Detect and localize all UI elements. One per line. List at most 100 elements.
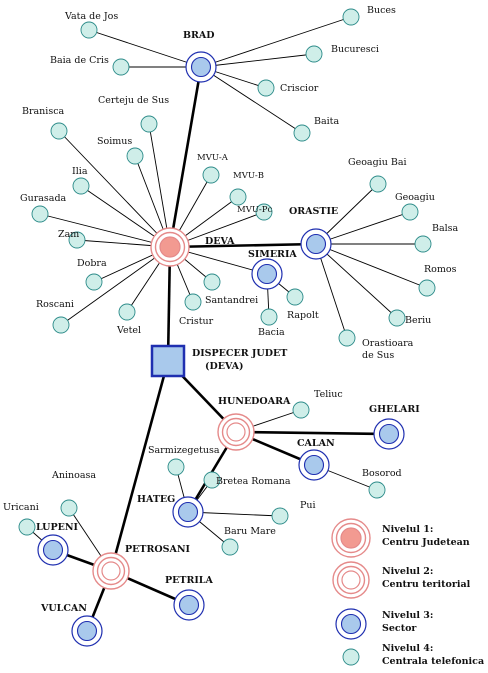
link-brad-bucuresci <box>200 53 315 68</box>
node-label-santandrei: Santandrei <box>205 295 258 306</box>
nodes-layer <box>18 8 436 647</box>
link-hunedoara-ghelari <box>235 430 390 436</box>
node-baita-telephone-exchange <box>293 124 311 142</box>
node-hunedoara-territorial-center <box>217 413 255 451</box>
link-orastie-orastioara <box>315 243 348 339</box>
legend-level-4-desc: Centrala telefonica <box>382 656 484 667</box>
dispecer-group: DISPECER JUDET (DEVA) <box>150 344 287 378</box>
node-label-teliuc: Teliuc <box>314 389 343 400</box>
node-label-simeria: SIMERIA <box>248 249 297 260</box>
link-deva-brad <box>168 66 203 248</box>
node-petrosani-territorial-center <box>92 552 130 590</box>
node-baiacris-telephone-exchange <box>112 58 130 76</box>
node-label-vulcan: VULCAN <box>40 603 87 614</box>
node-label-uricani: Uricani <box>3 502 39 513</box>
node-geoagiu-telephone-exchange <box>401 203 419 221</box>
node-label-branisca: Branisca <box>22 106 65 117</box>
node-label-cristur: Cristur <box>179 316 214 327</box>
node-label-zam: Zam <box>58 229 79 240</box>
node-label-geoagiu: Geoagiu <box>395 192 435 203</box>
node-cristur-telephone-exchange <box>184 293 202 311</box>
node-pui-telephone-exchange <box>271 507 289 525</box>
node-label-hateg: HATEG <box>137 494 175 505</box>
node-hateg-sector <box>172 496 204 528</box>
link-brad-buces <box>200 16 352 68</box>
node-simeria-sector <box>251 258 283 290</box>
node-orastie-sector <box>300 228 332 260</box>
node-label-calan: CALAN <box>297 438 335 449</box>
node-deva-judet-center <box>150 227 190 267</box>
node-label-balsa: Balsa <box>432 223 459 234</box>
link-dispecer-petrosani <box>109 360 170 572</box>
node-vetel-telephone-exchange <box>118 303 136 321</box>
legend-item-level-3: Nivelul 3: Sector <box>335 608 433 640</box>
node-label-baiacris: Baia de Cris <box>50 55 109 66</box>
node-orastioara-telephone-exchange <box>338 329 356 347</box>
node-label-dobra: Dobra <box>77 258 107 269</box>
link-orastie-geoagiu <box>315 211 411 245</box>
legend-level-2-desc: Centru teritorial <box>382 579 471 590</box>
legend-level-3-title: Nivelul 3: <box>382 610 433 621</box>
node-geoagiubai-telephone-exchange <box>369 175 387 193</box>
node-bacia-telephone-exchange <box>260 308 278 326</box>
node-petrila-sector <box>173 589 205 621</box>
node-label-bucuresci: Bucuresci <box>331 44 379 55</box>
dispecer-box <box>150 344 186 378</box>
node-branisca-telephone-exchange <box>50 122 68 140</box>
node-label-pui: Pui <box>300 500 316 511</box>
node-label-mvuc: MVU-Pc <box>237 205 272 215</box>
node-roscani-telephone-exchange <box>52 316 70 334</box>
link-orastie-beriu <box>315 243 398 319</box>
node-baru-telephone-exchange <box>221 538 239 556</box>
node-label-deva: DEVA <box>205 236 235 247</box>
legend-item-level-4: Nivelul 4:Centrala telefonica <box>342 643 484 667</box>
legend-level-2-title: Nivelul 2: <box>382 566 433 577</box>
node-label-lupeni: LUPENI <box>36 522 79 533</box>
link-deva-branisca <box>58 130 171 248</box>
dispecer-label-line2: (DEVA) <box>205 361 243 372</box>
node-label-orastioara: Orastioara <box>362 338 414 349</box>
node-vata-telephone-exchange <box>80 21 98 39</box>
node-label-mvub: MVU-B <box>233 171 264 181</box>
node-vulcan-sector <box>71 615 103 647</box>
node-label-baru: Baru Mare <box>224 526 276 537</box>
node-label-bretea: Bretea Romana <box>216 476 291 487</box>
legend-level-1-title: Nivelul 1: <box>382 524 433 535</box>
node-label-petrila: PETRILA <box>165 575 213 586</box>
node-label-buces: Buces <box>367 5 396 16</box>
link-deva-orastie <box>169 242 317 249</box>
node-label-certeju: Certeju de Sus <box>98 95 169 106</box>
node-teliuc-telephone-exchange <box>292 401 310 419</box>
node-criscior-telephone-exchange <box>257 79 275 97</box>
node-label-ghelari: GHELARI <box>369 404 420 415</box>
link-brad-baita <box>200 66 303 134</box>
node-label-bosorod: Bosorod <box>362 468 402 479</box>
link-orastie-romos <box>315 243 428 289</box>
node-lupeni-sector <box>37 534 69 566</box>
node-calan-sector <box>298 449 330 481</box>
node-bucuresci-telephone-exchange <box>305 45 323 63</box>
node-label-sarmizegetusa: Sarmizegetusa <box>148 445 220 456</box>
link-deva-roscani <box>60 246 171 326</box>
node-label-geoagiubai: Geoagiu Bai <box>348 157 407 168</box>
node-label-romos: Romos <box>424 264 457 275</box>
legend-level-3-desc: Sector <box>382 623 417 634</box>
node-label-vetel: Vetel <box>116 325 141 336</box>
node-certeju-telephone-exchange <box>140 115 158 133</box>
node-label-gurasada: Gurasada <box>20 193 67 204</box>
node-zam-telephone-exchange <box>68 231 86 249</box>
node-brad-sector <box>185 51 217 83</box>
node-buces-telephone-exchange <box>342 8 360 26</box>
node-label-roscani: Roscani <box>36 299 74 310</box>
node-label-criscior: Criscior <box>280 83 319 94</box>
link-brad-vata <box>88 29 202 68</box>
node-beriu-telephone-exchange <box>388 309 406 327</box>
node-mvub-telephone-exchange <box>229 188 247 206</box>
labels-layer: DEVABRADORASTIESIMERIAHUNEDOARACALANGHEL… <box>3 5 459 614</box>
node-soimus-telephone-exchange <box>126 147 144 165</box>
node-label-baita: Baita <box>314 116 340 127</box>
node-bretea-telephone-exchange <box>203 471 221 489</box>
node-label-hunedoara: HUNEDOARA <box>218 396 291 407</box>
